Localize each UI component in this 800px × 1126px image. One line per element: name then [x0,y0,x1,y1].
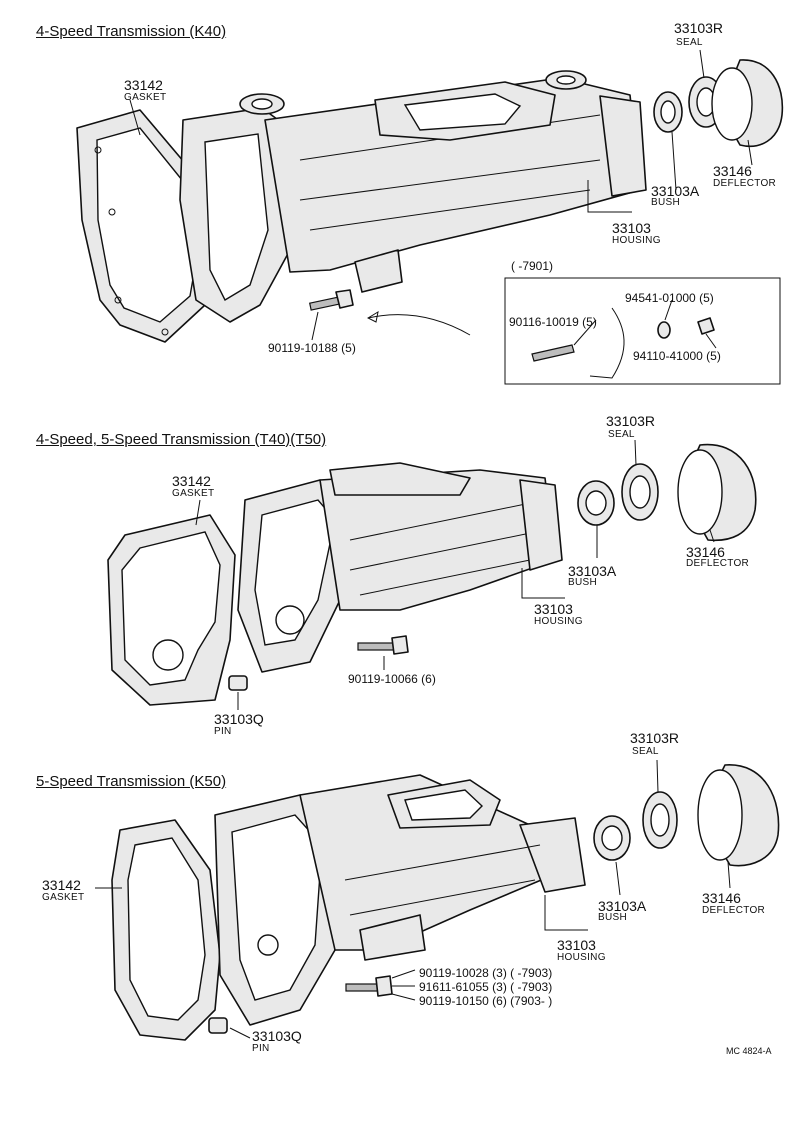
t40-bush-number: 33103A [568,563,617,579]
t40-housing-name: HOUSING [534,616,583,627]
t40-gasket-number: 33142 [172,473,211,489]
k50-bush-number: 33103A [598,898,647,914]
k40-deflector [711,59,784,147]
k50-bolt [345,975,393,997]
t40-leaders [195,439,715,710]
t40-pin [228,675,248,691]
t40-gasket-name: GASKET [172,488,215,499]
k40-bolt-number: 90119-10188 (5) [268,341,356,355]
t40-bolt [357,635,409,655]
k40-inset-washer: 94541-01000 (5) [625,291,714,305]
k50-deflector [697,764,780,867]
k50-housing-name: HOUSING [557,952,606,963]
k40-deflector-name: DEFLECTOR [713,178,777,189]
t40-deflector-name: DEFLECTOR [686,558,750,569]
k50-deflector-number: 33146 [702,890,741,906]
section-title-k50: 5-Speed Transmission (K50) [36,773,227,790]
k40-inset-stud: 90116-10019 (5) [509,315,597,329]
k40-seal-number: 33103R [674,20,724,36]
k40-inset-box [504,277,781,385]
k40-inset-range: ( -7901) [511,259,554,273]
t40-bush-name: BUSH [568,577,597,588]
k50-housing-number: 33103 [557,937,596,953]
k50-seal-name: SEAL [632,746,659,757]
k50-housing [214,774,586,1026]
k50-gasket-number: 33142 [42,877,81,893]
k50-bolt-line-2: 91611-61055 (3) ( -7903) [419,980,553,994]
k40-gasket-number: 33142 [124,77,163,93]
k50-bolt-line-1: 90119-10028 (3) ( -7903) [419,966,553,980]
k40-bolt [308,289,354,311]
k50-pin [208,1017,228,1034]
t40-gasket [107,514,236,706]
figure-code: MC 4824-A [726,1046,772,1056]
k50-pin-name: PIN [252,1043,270,1054]
t40-housing [237,462,563,673]
k40-housing-name: HOUSING [612,235,661,246]
t40-bush [577,480,615,526]
k40-bush-name: BUSH [651,197,680,208]
k50-pin-number: 33103Q [252,1028,302,1044]
k40-bush-number: 33103A [651,183,700,199]
k50-seal [642,791,678,849]
k50-deflector-name: DEFLECTOR [702,905,766,916]
k50-bush-name: BUSH [598,912,627,923]
k40-seal-name: SEAL [676,37,703,48]
k40-housing [179,70,647,323]
k40-leaders [129,49,753,341]
k50-gasket-name: GASKET [42,892,85,903]
k50-seal-number: 33103R [630,730,680,746]
t40-pin-number: 33103Q [214,711,264,727]
k40-inset-nut: 94110-41000 (5) [633,349,721,363]
t40-deflector-number: 33146 [686,544,725,560]
section-title-k40: 4-Speed Transmission (K40) [36,23,227,40]
k50-gasket [111,819,221,1041]
k50-bush [593,815,631,861]
t40-seal [621,463,659,521]
k40-deflector-number: 33146 [713,163,752,179]
k50-leaders [95,759,731,1039]
t40-deflector [677,443,757,542]
t40-pin-name: PIN [214,726,232,737]
k40-housing-number: 33103 [612,220,651,236]
k50-bolt-line-3: 90119-10150 (6) (7903- ) [419,994,553,1008]
t40-seal-number: 33103R [606,413,656,429]
k40-bush [653,91,683,133]
k40-gasket-name: GASKET [124,92,167,103]
t40-housing-number: 33103 [534,601,573,617]
section-title-t40-t50: 4-Speed, 5-Speed Transmission (T40)(T50) [36,431,327,448]
t40-bolt-number: 90119-10066 (6) [348,672,436,686]
t40-seal-name: SEAL [608,429,635,440]
